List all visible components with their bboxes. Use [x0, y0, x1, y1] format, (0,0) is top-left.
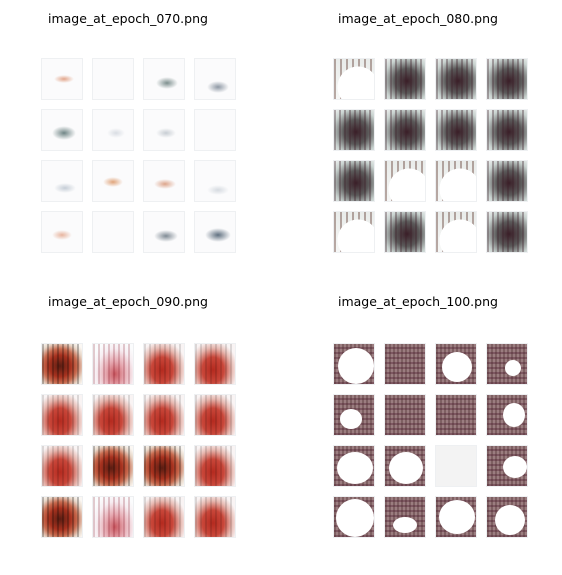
panel-title: image_at_epoch_100.png [338, 294, 498, 309]
generated-image-tile [486, 160, 528, 202]
image-grid [333, 58, 528, 253]
generated-image-tile [143, 58, 185, 100]
generated-image-tile [384, 496, 426, 538]
generated-image-tile [486, 496, 528, 538]
generated-image-tile [486, 343, 528, 385]
generated-image-tile [435, 160, 477, 202]
generated-image-tile [384, 394, 426, 436]
generated-image-tile [384, 109, 426, 151]
generated-image-tile [41, 445, 83, 487]
generated-image-tile [41, 394, 83, 436]
generated-image-tile [194, 211, 236, 253]
generated-image-tile [384, 58, 426, 100]
generated-image-tile [486, 394, 528, 436]
generated-image-tile [333, 496, 375, 538]
generated-image-tile [194, 445, 236, 487]
panel-title: image_at_epoch_070.png [48, 11, 208, 26]
generated-image-tile [384, 160, 426, 202]
generated-image-tile [41, 160, 83, 202]
image-grid [333, 343, 528, 538]
generated-image-tile [333, 445, 375, 487]
generated-image-tile [384, 343, 426, 385]
generated-image-tile [486, 109, 528, 151]
panel-title: image_at_epoch_090.png [48, 294, 208, 309]
image-grid [41, 343, 236, 538]
generated-image-tile [92, 211, 134, 253]
generated-image-tile [333, 343, 375, 385]
generated-image-tile [41, 211, 83, 253]
generated-image-tile [486, 211, 528, 253]
generated-image-tile [92, 445, 134, 487]
generated-image-tile [435, 496, 477, 538]
generated-image-tile [333, 394, 375, 436]
generated-image-tile [194, 58, 236, 100]
generated-image-tile [435, 109, 477, 151]
generated-image-tile [92, 160, 134, 202]
generated-image-tile [143, 160, 185, 202]
generated-image-tile [92, 394, 134, 436]
generated-image-tile [435, 343, 477, 385]
generated-image-tile [143, 445, 185, 487]
generated-image-tile [333, 109, 375, 151]
generated-image-tile [333, 58, 375, 100]
generated-image-tile [143, 109, 185, 151]
generated-image-tile [194, 496, 236, 538]
generated-image-tile [333, 160, 375, 202]
generated-image-tile [92, 343, 134, 385]
generated-image-tile [384, 211, 426, 253]
generated-image-tile [194, 394, 236, 436]
generated-image-tile [41, 58, 83, 100]
generated-image-tile [194, 343, 236, 385]
generated-image-tile [41, 496, 83, 538]
generated-image-tile [143, 394, 185, 436]
generated-image-tile [92, 496, 134, 538]
generated-image-tile [41, 343, 83, 385]
image-grid [41, 58, 236, 253]
generated-image-tile [143, 211, 185, 253]
generated-image-tile [435, 211, 477, 253]
generated-image-tile [333, 211, 375, 253]
generated-image-tile [486, 58, 528, 100]
generated-image-tile [41, 109, 83, 151]
generated-image-tile [486, 445, 528, 487]
generated-image-tile [435, 445, 477, 487]
panel-title: image_at_epoch_080.png [338, 11, 498, 26]
generated-image-tile [194, 160, 236, 202]
generated-image-tile [194, 109, 236, 151]
generated-image-tile [435, 58, 477, 100]
generated-image-tile [143, 496, 185, 538]
generated-image-tile [92, 58, 134, 100]
generated-image-tile [143, 343, 185, 385]
generated-image-tile [384, 445, 426, 487]
generated-image-tile [92, 109, 134, 151]
generated-image-tile [435, 394, 477, 436]
